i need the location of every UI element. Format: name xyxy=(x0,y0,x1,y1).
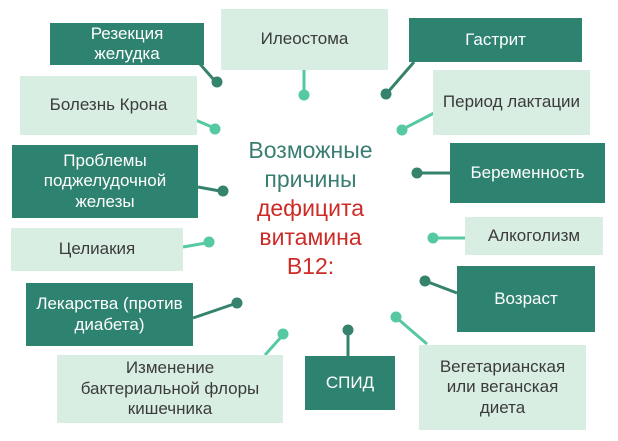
connector-aids-dot xyxy=(342,324,354,336)
node-gastritis-label: Гастрит xyxy=(465,29,526,49)
connector-diabetes-drugs-line xyxy=(192,302,235,320)
node-ileostomy: Илеостома xyxy=(221,9,388,70)
node-vegetarian-diet: Вегетарианская или веганская диета xyxy=(419,345,586,430)
node-diabetes-drugs-label: Лекарства (против диабета) xyxy=(36,294,183,334)
center-title-green-text: Возможные причины xyxy=(248,137,373,192)
connector-gastritis-dot xyxy=(380,88,392,100)
connector-lactation-dot xyxy=(396,124,408,136)
node-gastric-resection-label: Резекция желудка xyxy=(90,23,164,63)
node-celiac-label: Целиакия xyxy=(58,239,136,259)
node-diabetes-drugs: Лекарства (против диабета) xyxy=(26,283,193,346)
center-title: Возможные причины дефицита витамина В12: xyxy=(238,136,383,281)
connector-age-dot xyxy=(419,275,431,287)
connector-lactation-line xyxy=(404,110,437,130)
node-gut-flora-change-label: Изменение бактериальной флоры кишечника xyxy=(80,358,260,419)
node-pancreas-problems-label: Проблемы поджелудочной железы xyxy=(43,150,167,211)
node-vegetarian-diet-label: Вегетарианская или веганская диета xyxy=(439,356,566,417)
connector-diabetes-drugs-dot xyxy=(231,297,243,309)
node-aids-label: СПИД xyxy=(325,372,375,392)
node-alcoholism: Алкоголизм xyxy=(465,217,603,255)
connector-gastric-resection-line xyxy=(198,63,216,81)
connector-pancreas-problems-line xyxy=(197,185,221,193)
node-ileostomy-label: Илеостома xyxy=(260,29,349,49)
connector-ileostomy-dot xyxy=(298,89,310,101)
node-pancreas-problems: Проблемы поджелудочной железы xyxy=(12,145,198,218)
node-alcoholism-label: Алкоголизм xyxy=(487,225,581,245)
connector-pregnancy-dot xyxy=(411,167,423,179)
node-age-label: Возраст xyxy=(494,288,558,308)
node-celiac: Целиакия xyxy=(11,228,183,271)
connector-vegetarian-diet-dot xyxy=(390,311,402,323)
connector-vegetarian-diet-line xyxy=(397,317,428,346)
connector-age-line xyxy=(427,280,458,295)
connector-pancreas-problems-dot xyxy=(217,185,229,197)
node-gut-flora-change: Изменение бактериальной флоры кишечника xyxy=(57,355,283,423)
node-lactation: Период лактации xyxy=(433,70,590,135)
node-pregnancy-label: Беременность xyxy=(470,162,585,182)
node-aids: СПИД xyxy=(305,356,395,410)
connector-gastritis-line xyxy=(386,61,416,93)
node-pregnancy: Беременность xyxy=(450,143,605,203)
node-gastritis: Гастрит xyxy=(409,18,582,62)
connector-gastric-resection-dot xyxy=(211,76,223,88)
node-crohns-disease: Болезнь Крона xyxy=(20,76,197,135)
connector-gut-flora-change-line xyxy=(263,334,284,357)
center-title-red-text: дефицита витамина В12: xyxy=(256,195,365,279)
connector-alcoholism-dot xyxy=(427,232,439,244)
node-lactation-label: Период лактации xyxy=(442,92,581,112)
connector-crohns-disease-dot xyxy=(209,123,221,135)
connector-gut-flora-change-dot xyxy=(277,328,289,340)
connector-celiac-dot xyxy=(203,236,215,248)
node-gastric-resection: Резекция желудка xyxy=(50,23,204,65)
connector-celiac-line xyxy=(182,241,207,249)
node-age: Возраст xyxy=(457,266,595,332)
node-crohns-disease-label: Болезнь Крона xyxy=(49,95,168,115)
